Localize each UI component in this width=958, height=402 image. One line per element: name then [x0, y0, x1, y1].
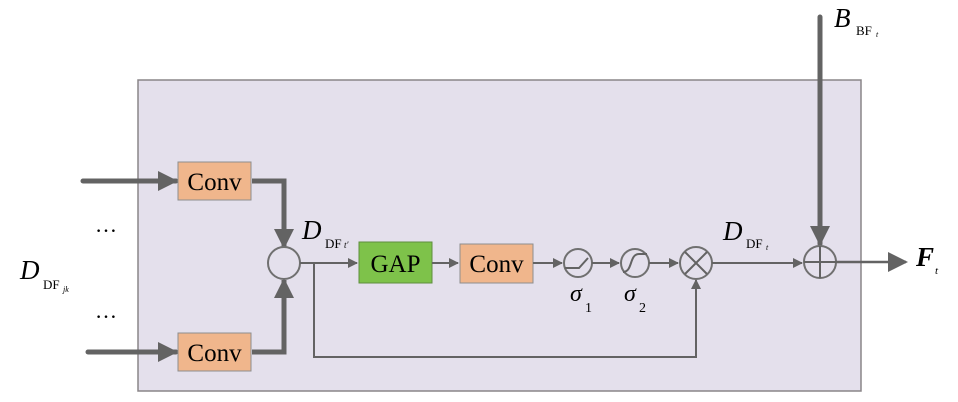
svg-text:B: B — [834, 3, 851, 33]
sigma1-label: σ 1 — [570, 281, 592, 316]
conv-top-to-concat — [252, 178, 294, 249]
svg-text:t: t — [766, 243, 769, 252]
svg-text:D: D — [301, 215, 322, 245]
svg-text:t: t — [876, 30, 879, 39]
sigmoid-activation-icon — [620, 248, 650, 278]
skip-connection — [313, 263, 701, 358]
svg-text:σ: σ — [624, 281, 637, 307]
svg-text:D: D — [19, 255, 40, 285]
svg-text:t: t — [935, 265, 939, 277]
module-panel — [137, 79, 862, 392]
svg-text:t′: t′ — [344, 240, 350, 250]
svg-text:DF: DF — [325, 236, 342, 251]
svg-text:F: F — [915, 242, 934, 272]
svg-text:BF: BF — [856, 23, 872, 38]
svg-text:DF: DF — [43, 277, 60, 292]
input-label: D DF jk — [19, 255, 69, 294]
multiply-node-icon — [679, 246, 713, 280]
svg-text:jk: jk — [62, 285, 69, 294]
conv-bottom-box — [177, 332, 252, 372]
gap-box — [358, 241, 433, 284]
bf-label: B BF t — [834, 3, 879, 39]
output-label: F t — [915, 242, 939, 277]
add-node-icon — [803, 245, 837, 279]
conv-top-label: Conv — [187, 169, 242, 196]
conv-bottom-to-concat — [252, 278, 294, 355]
conv-mid-box — [459, 243, 534, 284]
svg-text:2: 2 — [639, 301, 646, 316]
svg-text:D: D — [722, 216, 743, 246]
concat-label: D DF t′ — [301, 215, 350, 251]
ellipsis-bottom: … — [95, 298, 117, 323]
conv-mid-label: Conv — [469, 251, 524, 278]
relu-activation-icon — [563, 248, 593, 278]
svg-text:DF: DF — [746, 236, 763, 251]
gap-label: GAP — [370, 251, 420, 278]
ellipsis-top: … — [95, 212, 117, 237]
sigma2-label: σ 2 — [624, 281, 646, 316]
concat-node — [267, 246, 301, 280]
svg-text:σ: σ — [570, 281, 583, 307]
svg-text:1: 1 — [585, 301, 592, 316]
conv-top-box — [177, 161, 252, 201]
conv-bottom-label: Conv — [187, 340, 242, 367]
mult-output-label: D DF t — [722, 216, 769, 252]
